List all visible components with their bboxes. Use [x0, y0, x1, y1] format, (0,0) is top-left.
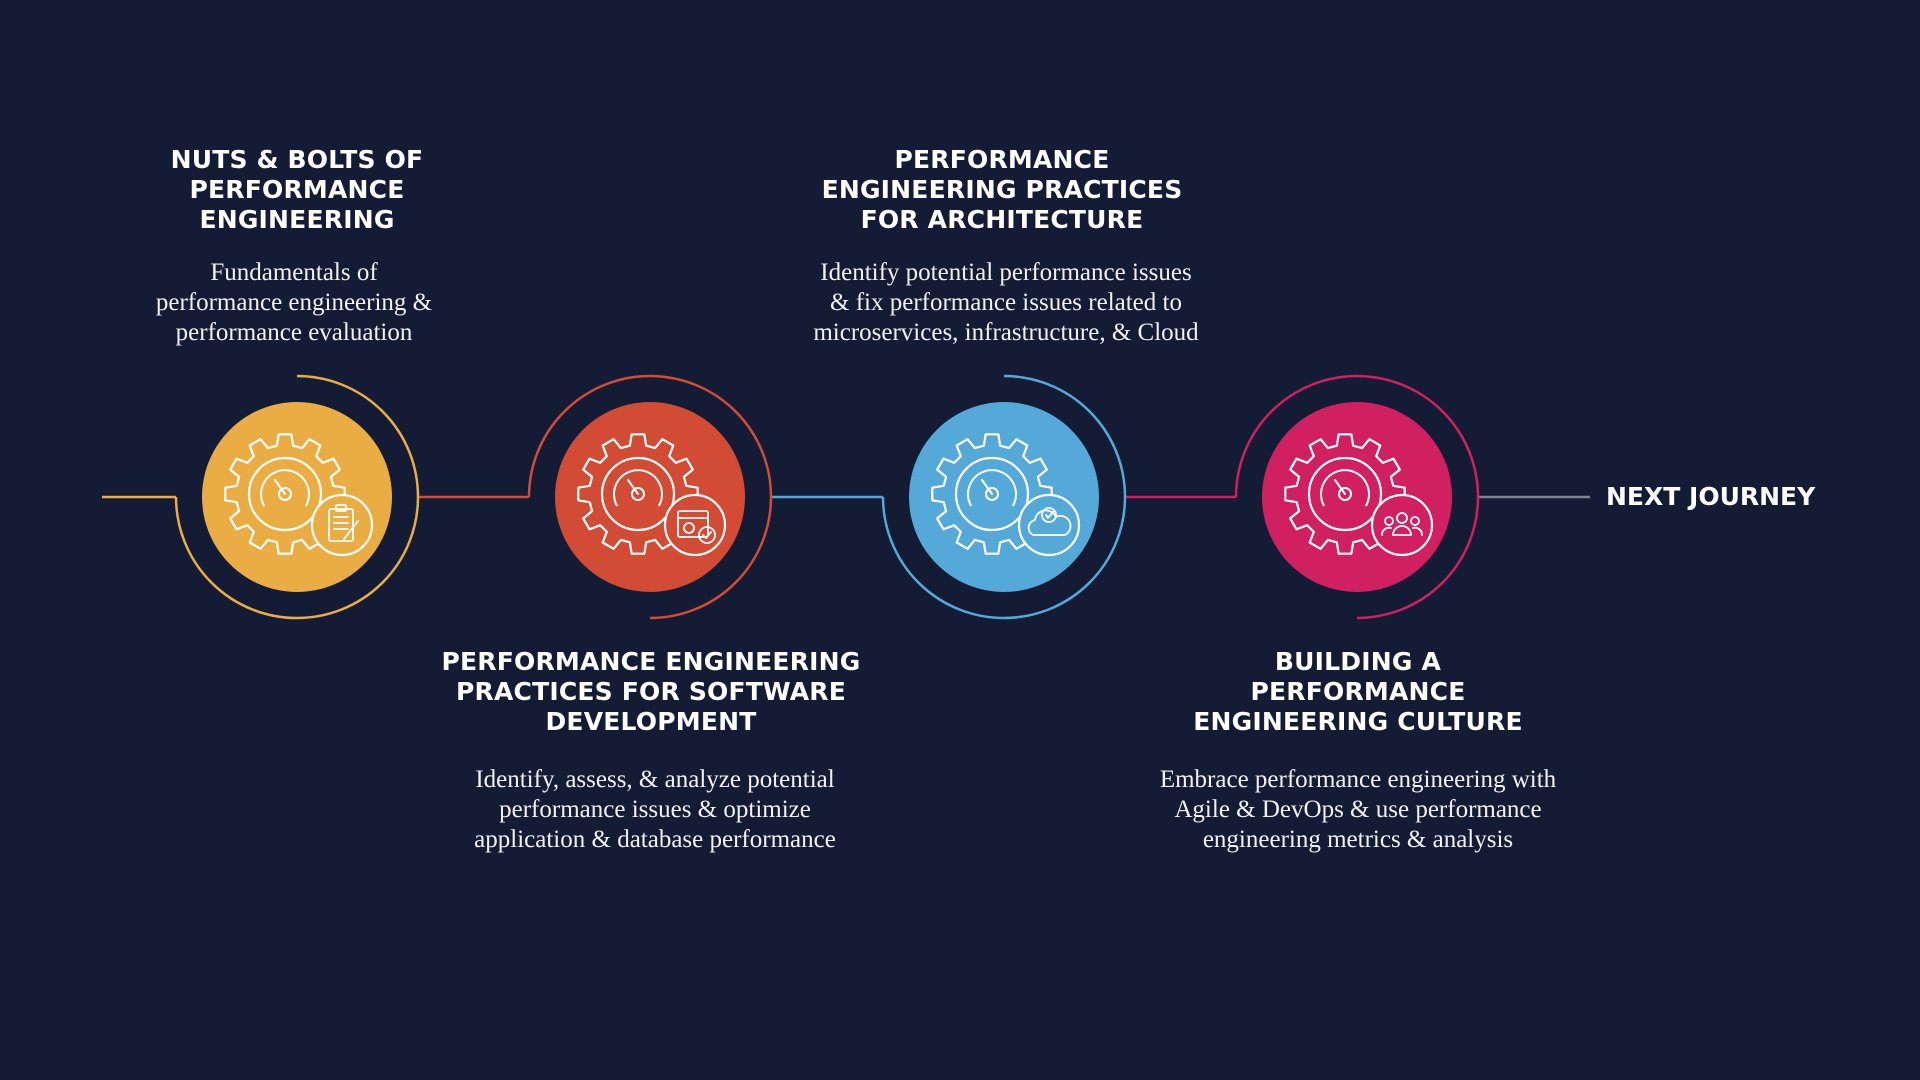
cloud-shape — [1027, 509, 1072, 536]
step-1-description: Fundamentals of performance engineering … — [155, 259, 433, 346]
person-body-center — [1392, 525, 1412, 536]
step-node-1 — [174, 374, 420, 620]
gauge-arc — [260, 469, 310, 507]
step-2-title: PERFORMANCE ENGINEERING PRACTICES FOR SO… — [441, 647, 861, 736]
gear-ring — [1307, 456, 1383, 532]
gauge-arc — [613, 469, 663, 507]
code-window-icon — [663, 493, 727, 557]
step-3-outer-arc — [881, 374, 1127, 620]
step-node-2 — [527, 374, 773, 620]
gauge-hub — [631, 487, 645, 501]
step-2-description: Identify, assess, & analyze potential pe… — [474, 766, 836, 853]
gauge-hub — [1338, 487, 1352, 501]
check-mark — [1045, 511, 1054, 519]
step-4-circle — [1262, 402, 1452, 592]
gear-ring — [247, 456, 323, 532]
step-2-outer-arc — [527, 374, 773, 620]
badge-circle — [663, 493, 727, 557]
person-head-right — [1410, 516, 1420, 526]
step-node-4 — [1234, 374, 1480, 620]
gear-ring — [954, 456, 1030, 532]
step-4-outer-arc — [1234, 374, 1480, 620]
person-head-left — [1384, 516, 1394, 526]
next-journey-label: NEXT JOURNEY — [1606, 482, 1816, 511]
badge-circle — [1370, 493, 1434, 557]
badge-circle — [1017, 493, 1081, 557]
gauge-arc — [967, 469, 1017, 507]
gauge-needle — [274, 479, 286, 495]
step-3-title: PERFORMANCE ENGINEERING PRACTICES FOR AR… — [821, 145, 1183, 234]
team-icon — [1370, 493, 1434, 557]
gear-icon — [577, 433, 699, 555]
step-node-3 — [881, 374, 1127, 620]
step-3-circle — [909, 402, 1099, 592]
check-circle — [1041, 507, 1057, 523]
window-frame — [677, 510, 709, 538]
gear-ring — [600, 456, 676, 532]
step-3-description: Identify potential performance issues & … — [813, 259, 1199, 346]
clipboard-icon — [310, 493, 374, 557]
cloud-check-icon — [1017, 493, 1081, 557]
gauge-needle — [981, 479, 993, 495]
check-circle — [698, 526, 716, 544]
step-1-outer-arc — [174, 374, 420, 620]
gauge-needle — [627, 479, 639, 495]
clipboard-clip — [335, 504, 347, 512]
step-4-title: BUILDING A PERFORMANCE ENGINEERING CULTU… — [1193, 647, 1523, 736]
clipboard-board — [328, 508, 354, 542]
pen-stroke — [343, 520, 359, 540]
step-4-description: Embrace performance engineering with Agi… — [1159, 766, 1557, 853]
person-body-left — [1381, 526, 1392, 536]
gauge-needle — [1334, 479, 1346, 495]
window-gear — [683, 522, 695, 534]
step-2-circle — [555, 402, 745, 592]
check-mark — [702, 531, 712, 539]
person-head-center — [1396, 512, 1408, 524]
gauge-arc — [1320, 469, 1370, 507]
gauge-hub — [278, 487, 292, 501]
gauge-hub — [985, 487, 999, 501]
step-1-circle — [202, 402, 392, 592]
step-1-title: NUTS & BOLTS OF PERFORMANCE ENGINEERING — [170, 145, 424, 234]
person-body-right — [1412, 526, 1423, 536]
badge-circle — [310, 493, 374, 557]
